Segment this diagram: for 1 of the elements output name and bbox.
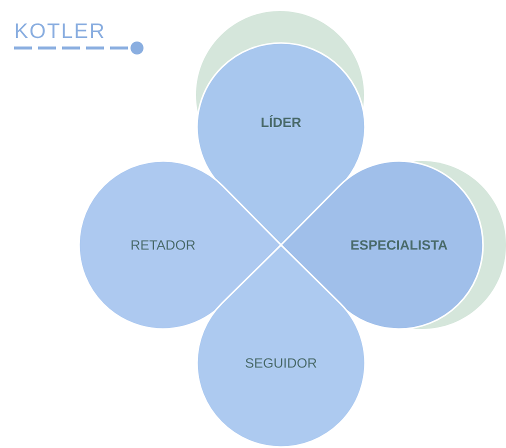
title: KOTLER [16,23,104,38]
